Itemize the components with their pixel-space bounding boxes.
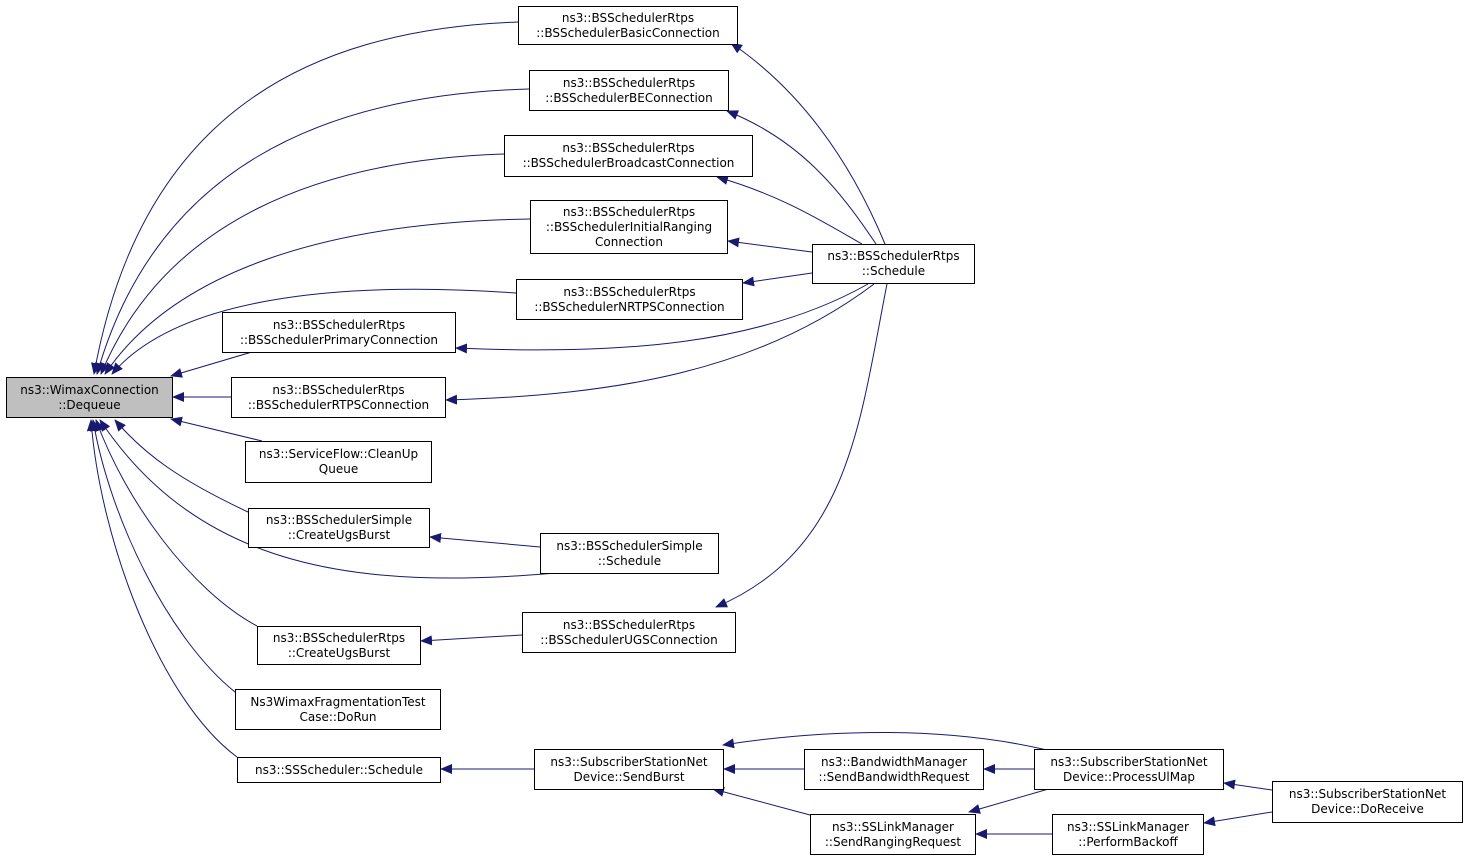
edge-rtpssched-to-primary	[455, 283, 869, 354]
node-wimax-fragmentation-test-case-dorun[interactable]: Ns3WimaxFragmentationTest Case::DoRun	[235, 689, 441, 730]
node-line: ::BSSchedulerRTPSConnection	[247, 397, 430, 412]
node-line: ::SendBandwidthRequest	[818, 769, 970, 784]
edge-rtpssched-to-basic	[730, 42, 886, 245]
node-line: ns3::BSSchedulerRtps	[272, 630, 406, 645]
node-bs-scheduler-rtps-schedule[interactable]: ns3::BSSchedulerRtps ::Schedule	[812, 244, 975, 284]
edge-be-to-root	[95, 88, 530, 375]
node-bs-scheduler-nrtps-connection[interactable]: ns3::BSSchedulerRtps ::BSSchedulerNRTPSC…	[516, 279, 743, 320]
edge-basic-to-root	[91, 21, 519, 375]
node-line: ::BSSchedulerBroadcastConnection	[522, 156, 735, 170]
node-line: ns3::WimaxConnection	[20, 382, 159, 397]
node-subscriber-station-do-receive[interactable]: ns3::SubscriberStationNet Device::DoRece…	[1272, 781, 1463, 823]
edge-rtpssched-to-nrtps	[742, 272, 813, 287]
edge-nrtps-to-root	[111, 288, 517, 375]
node-line: ns3::BSSchedulerRtps	[563, 284, 696, 299]
node-line: Device::ProcessUlMap	[1062, 769, 1196, 784]
node-line: ns3::BSSchedulerRtps	[827, 249, 960, 263]
node-line: ns3::BSSchedulerSimple	[556, 538, 703, 553]
node-line: ::Dequeue	[58, 397, 121, 412]
node-line: ns3::SSScheduler::Schedule	[255, 762, 423, 777]
node-line: ::SendRangingRequest	[824, 834, 962, 849]
node-line: ::CreateUgsBurst	[287, 528, 391, 542]
node-bs-scheduler-rtps-create-ugs-burst[interactable]: ns3::BSSchedulerRtps ::CreateUgsBurst	[257, 626, 421, 665]
edge-ulmap-to-ranging	[968, 787, 1053, 814]
edge-ranging-to-sendburst	[712, 787, 811, 816]
node-bs-scheduler-ugs-connection[interactable]: ns3::BSSchedulerRtps ::BSSchedulerUGSCon…	[522, 612, 736, 653]
node-line: ::BSSchedulerUGSConnection	[540, 632, 718, 647]
node-line: Connection	[595, 234, 663, 249]
edge-broadcast-to-root	[100, 153, 505, 375]
node-ss-link-manager-send-ranging-request[interactable]: ns3::SSLinkManager ::SendRangingRequest	[810, 814, 976, 855]
node-line: ::BSSchedulerPrimaryConnection	[239, 332, 439, 347]
edge-doreceive-to-backoff	[1203, 811, 1273, 827]
node-bs-scheduler-primary-connection[interactable]: ns3::BSSchedulerRtps ::BSSchedulerPrimar…	[222, 312, 456, 353]
node-bs-scheduler-rtps-connection[interactable]: ns3::BSSchedulerRtps ::BSSchedulerRTPSCo…	[231, 377, 446, 418]
edge-rtpssched-to-ugsconn	[715, 283, 888, 608]
node-line: ns3::BSSchedulerRtps	[562, 75, 696, 90]
node-subscriber-station-process-ul-map[interactable]: ns3::SubscriberStationNet Device::Proces…	[1034, 749, 1224, 790]
edge-simplesched-to-root	[99, 419, 557, 579]
node-line: ns3::BSSchedulerRtps	[561, 10, 695, 25]
edge-rtpssched-to-be	[726, 110, 877, 245]
node-subscriber-station-send-burst[interactable]: ns3::SubscriberStationNet Device::SendBu…	[534, 749, 724, 790]
node-line: ns3::BSSchedulerRtps	[272, 382, 405, 397]
node-line: ::Schedule	[861, 264, 926, 278]
node-line: ::BSSchedulerNRTPSConnection	[534, 299, 725, 314]
edge-rtpssched-to-initial	[727, 237, 813, 253]
node-service-flow-cleanup-queue[interactable]: ns3::ServiceFlow::CleanUp Queue	[245, 441, 432, 483]
node-ss-scheduler-schedule[interactable]: ns3::SSScheduler::Schedule	[237, 757, 441, 783]
node-line: ns3::ServiceFlow::CleanUp	[258, 447, 419, 461]
edge-cleanup-to-root	[170, 416, 263, 442]
node-bs-scheduler-basic-connection[interactable]: ns3::BSSchedulerRtps ::BSSchedulerBasicC…	[518, 6, 738, 45]
edge-frag-to-root	[89, 419, 236, 693]
node-line: Ns3WimaxFragmentationTest	[250, 694, 426, 709]
node-bs-scheduler-initial-ranging-connection[interactable]: ns3::BSSchedulerRtps ::BSSchedulerInitia…	[530, 200, 728, 254]
edge-sssched-to-root	[86, 419, 238, 758]
edge-simplesched-to-simpleugs	[429, 533, 541, 548]
node-line: ns3::SubscriberStationNet	[550, 754, 708, 769]
edge-rtpsugsburst-to-root	[95, 419, 258, 627]
edge-initial-to-root	[104, 218, 531, 375]
node-line: ns3::BSSchedulerSimple	[265, 513, 413, 527]
node-wimax-connection-dequeue: ns3::WimaxConnection ::Dequeue	[6, 377, 173, 418]
node-line: ns3::BSSchedulerRtps	[272, 317, 406, 332]
node-line: ns3::SSLinkManager	[832, 819, 954, 834]
edge-primary-to-root	[170, 348, 263, 378]
node-line: ns3::BSSchedulerRtps	[562, 617, 696, 632]
edge-doreceive-to-ulmap	[1223, 779, 1273, 791]
node-line: Queue	[318, 462, 359, 476]
node-line: ::BSSchedulerBasicConnection	[536, 25, 720, 40]
node-bs-scheduler-simple-create-ugs-burst[interactable]: ns3::BSSchedulerSimple ::CreateUgsBurst	[248, 508, 430, 548]
node-line: ::BSSchedulerBEConnection	[545, 90, 713, 105]
edge-rtpssched-to-rtpsconn	[445, 283, 875, 405]
node-line: ns3::SSLinkManager	[1067, 819, 1189, 834]
node-line: Device::DoReceive	[1311, 802, 1424, 816]
node-line: ::Schedule	[597, 553, 662, 568]
node-line: ns3::BSSchedulerRtps	[562, 141, 695, 155]
node-line: Case::DoRun	[299, 709, 377, 724]
node-bs-scheduler-broadcast-connection[interactable]: ns3::BSSchedulerRtps ::BSSchedulerBroadc…	[504, 135, 753, 177]
edge-ulmap-to-sendburst	[722, 732, 1048, 751]
node-line: Device::SendBurst	[573, 769, 685, 784]
node-line: ::PerformBackoff	[1078, 834, 1178, 849]
node-line: ns3::SubscriberStationNet	[1288, 787, 1447, 801]
node-line: ::CreateUgsBurst	[287, 645, 391, 660]
node-bs-scheduler-be-connection[interactable]: ns3::BSSchedulerRtps ::BSSchedulerBEConn…	[529, 70, 729, 111]
node-bandwidth-manager-send-bandwidth-request[interactable]: ns3::BandwidthManager ::SendBandwidthReq…	[804, 749, 984, 790]
node-line: ::BSSchedulerInitialRanging	[545, 219, 713, 234]
node-bs-scheduler-simple-schedule[interactable]: ns3::BSSchedulerSimple ::Schedule	[540, 533, 719, 574]
edge-simpleugs-to-root	[114, 419, 249, 513]
edge-rtpssched-to-broadcast	[716, 175, 863, 245]
edge-ugsconn-to-rtpsugsburst	[420, 634, 523, 646]
node-line: ns3::BandwidthManager	[820, 754, 968, 769]
node-line: ns3::SubscriberStationNet	[1050, 754, 1208, 769]
node-ss-link-manager-perform-backoff[interactable]: ns3::SSLinkManager ::PerformBackoff	[1052, 814, 1204, 855]
node-line: ns3::BSSchedulerRtps	[562, 204, 696, 219]
